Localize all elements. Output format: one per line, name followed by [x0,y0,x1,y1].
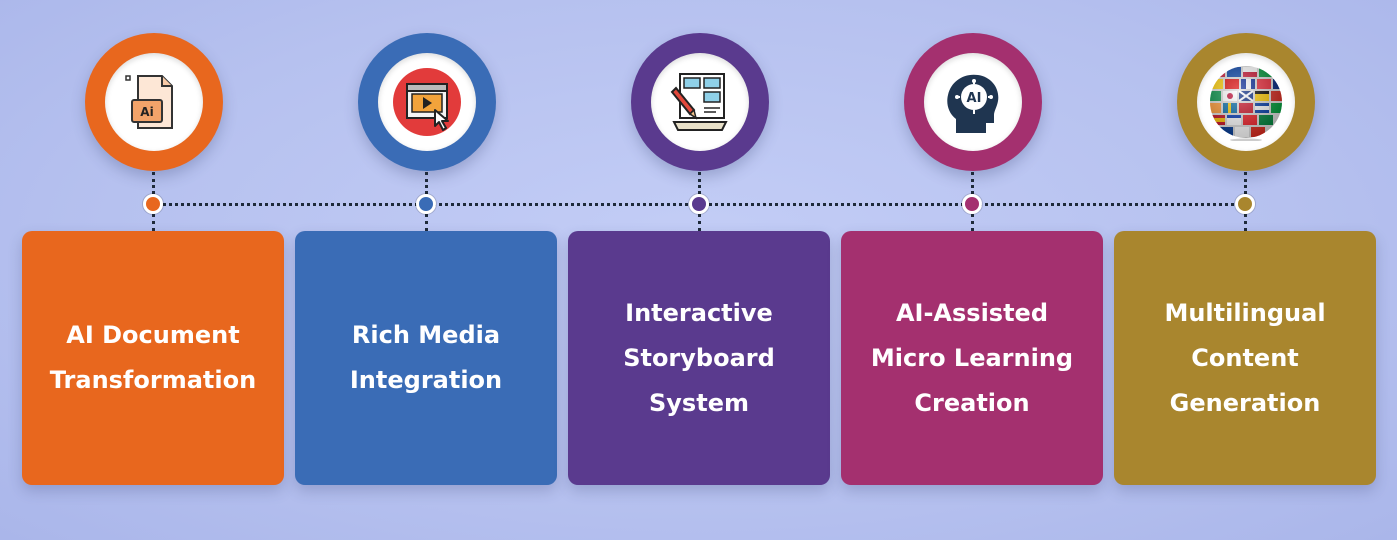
connector-lower [698,214,701,231]
storyboard-pencil-icon [651,53,749,151]
ai-file-icon: Ai [105,53,203,151]
timeline-node [962,194,982,214]
svg-text:AI: AI [967,91,982,106]
connector-upper [425,172,428,194]
step-card: Rich Media Integration [295,231,557,485]
timeline-node [143,194,163,214]
step-card: AI-Assisted Micro Learning Creation [841,231,1103,485]
connector-lower [152,214,155,231]
connector-upper [698,172,701,194]
video-player-click-icon [378,53,476,151]
step-medallion [358,33,496,171]
timeline-node [416,194,436,214]
step-medallion [631,33,769,171]
flag-globe-icon [1197,53,1295,151]
step-title: Interactive Storyboard System [623,298,775,417]
svg-text:Ai: Ai [140,105,153,119]
step-title: Multilingual Content Generation [1164,298,1326,417]
connector-lower [971,214,974,231]
ai-brain-head-icon: AI [924,53,1022,151]
step-rich-media-integration: Rich Media Integration [295,0,557,540]
step-card: Interactive Storyboard System [568,231,830,485]
step-ai-document-transformation: Ai AI Document Transformation [22,0,284,540]
timeline-node [689,194,709,214]
step-medallion [1177,33,1315,171]
connector-lower [1244,214,1247,231]
step-title: AI-Assisted Micro Learning Creation [870,298,1074,417]
connector-lower [425,214,428,231]
timeline-node [1235,194,1255,214]
step-card: AI Document Transformation [22,231,284,485]
step-multilingual-content-generation: Multilingual Content Generation [1114,0,1376,540]
step-ai-assisted-micro-learning-creation: AI AI-Assisted Micro Learning Creation [841,0,1103,540]
step-card: Multilingual Content Generation [1114,231,1376,485]
step-title: AI Document Transformation [49,321,257,394]
step-title: Rich Media Integration [349,321,503,394]
connector-upper [152,172,155,194]
step-medallion: Ai [85,33,223,171]
step-interactive-storyboard-system: Interactive Storyboard System [568,0,830,540]
step-medallion: AI [904,33,1042,171]
connector-upper [1244,172,1247,194]
connector-upper [971,172,974,194]
